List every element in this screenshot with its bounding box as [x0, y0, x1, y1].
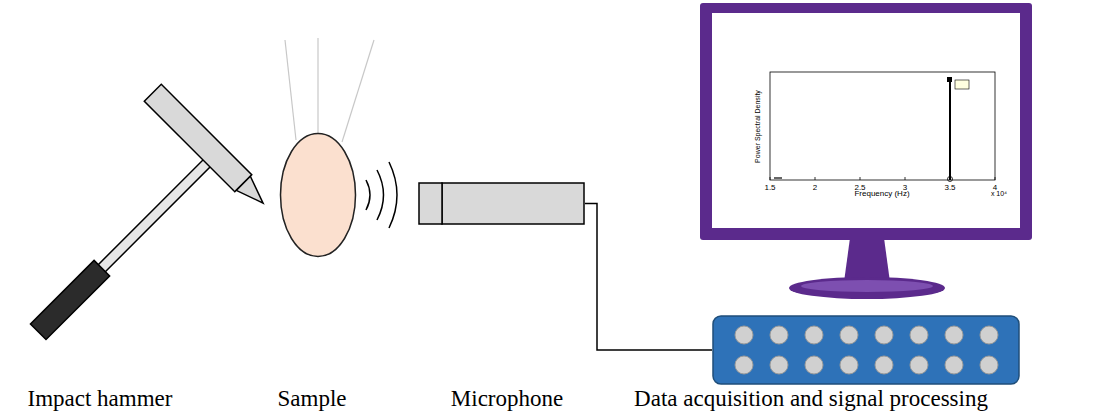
data-tip: [955, 80, 969, 89]
key: [735, 356, 753, 374]
node-shape: [279, 132, 357, 258]
peak-base-marker: [948, 177, 953, 182]
hammer-grip: [30, 260, 109, 339]
key: [945, 326, 963, 344]
suspension-strings: [285, 38, 374, 142]
axis-title: Power Spectral Density: [753, 90, 760, 163]
hammer-shaft: [88, 151, 219, 282]
keyboard-body: [713, 316, 1019, 384]
node-shape: [712, 315, 1020, 385]
key: [735, 326, 753, 344]
monitor-neck: [844, 238, 890, 282]
microphone-node: Microphone: [418, 182, 585, 225]
hammer-node: Impact hammer: [30, 80, 270, 340]
key: [980, 356, 998, 374]
string: [285, 40, 296, 140]
microphone-head: [419, 183, 442, 224]
spectral-peak: [949, 80, 951, 180]
monitor: [700, 3, 1032, 299]
monitor-screen: [712, 13, 1020, 228]
key: [875, 326, 893, 344]
part-caption: Impact hammer: [28, 386, 173, 411]
tick-label: x 10⁴: [991, 190, 1007, 197]
monitor-frame: [700, 3, 1032, 240]
impact-hammer-drawing: [0, 84, 272, 380]
key: [875, 356, 893, 374]
microphone-body: [442, 183, 584, 224]
tick-label: 3.5: [944, 184, 955, 192]
chart-axes: [770, 72, 995, 180]
wave: [366, 180, 370, 210]
part-caption: Data acquisition and signal processing: [634, 386, 988, 411]
baseline-trace: [774, 177, 782, 178]
monitor-base-top: [801, 280, 933, 292]
sample-ellipse: [281, 134, 356, 257]
key: [805, 326, 823, 344]
key: [805, 356, 823, 374]
key: [945, 356, 963, 374]
monitor-base: [789, 277, 945, 299]
hammer-head: [144, 84, 251, 191]
key: [910, 356, 928, 374]
wave: [389, 162, 397, 228]
string: [317, 38, 318, 134]
key: [910, 326, 928, 344]
tick-label: 2.5: [854, 184, 865, 192]
string: [342, 40, 374, 142]
key: [840, 356, 858, 374]
hammer-tip: [236, 176, 270, 210]
tick-label: 3: [903, 184, 907, 192]
chart-ticks: [770, 177, 995, 180]
wave: [377, 170, 384, 220]
peak-marker: [947, 77, 952, 82]
key: [770, 326, 788, 344]
key: [840, 326, 858, 344]
part-caption: Microphone: [451, 386, 563, 411]
key: [980, 326, 998, 344]
node-shape: [418, 182, 585, 225]
part-caption: Sample: [278, 386, 347, 411]
tick-label: 2: [813, 184, 817, 192]
key: [770, 356, 788, 374]
daq-node: Data acquisition and signal processing: [712, 315, 1020, 385]
signal-cable: [585, 204, 712, 351]
tick-label: 1.5: [764, 184, 775, 192]
sound-waves: [366, 162, 397, 228]
sample-node: Sample: [279, 132, 357, 258]
node-shape: [30, 80, 270, 340]
